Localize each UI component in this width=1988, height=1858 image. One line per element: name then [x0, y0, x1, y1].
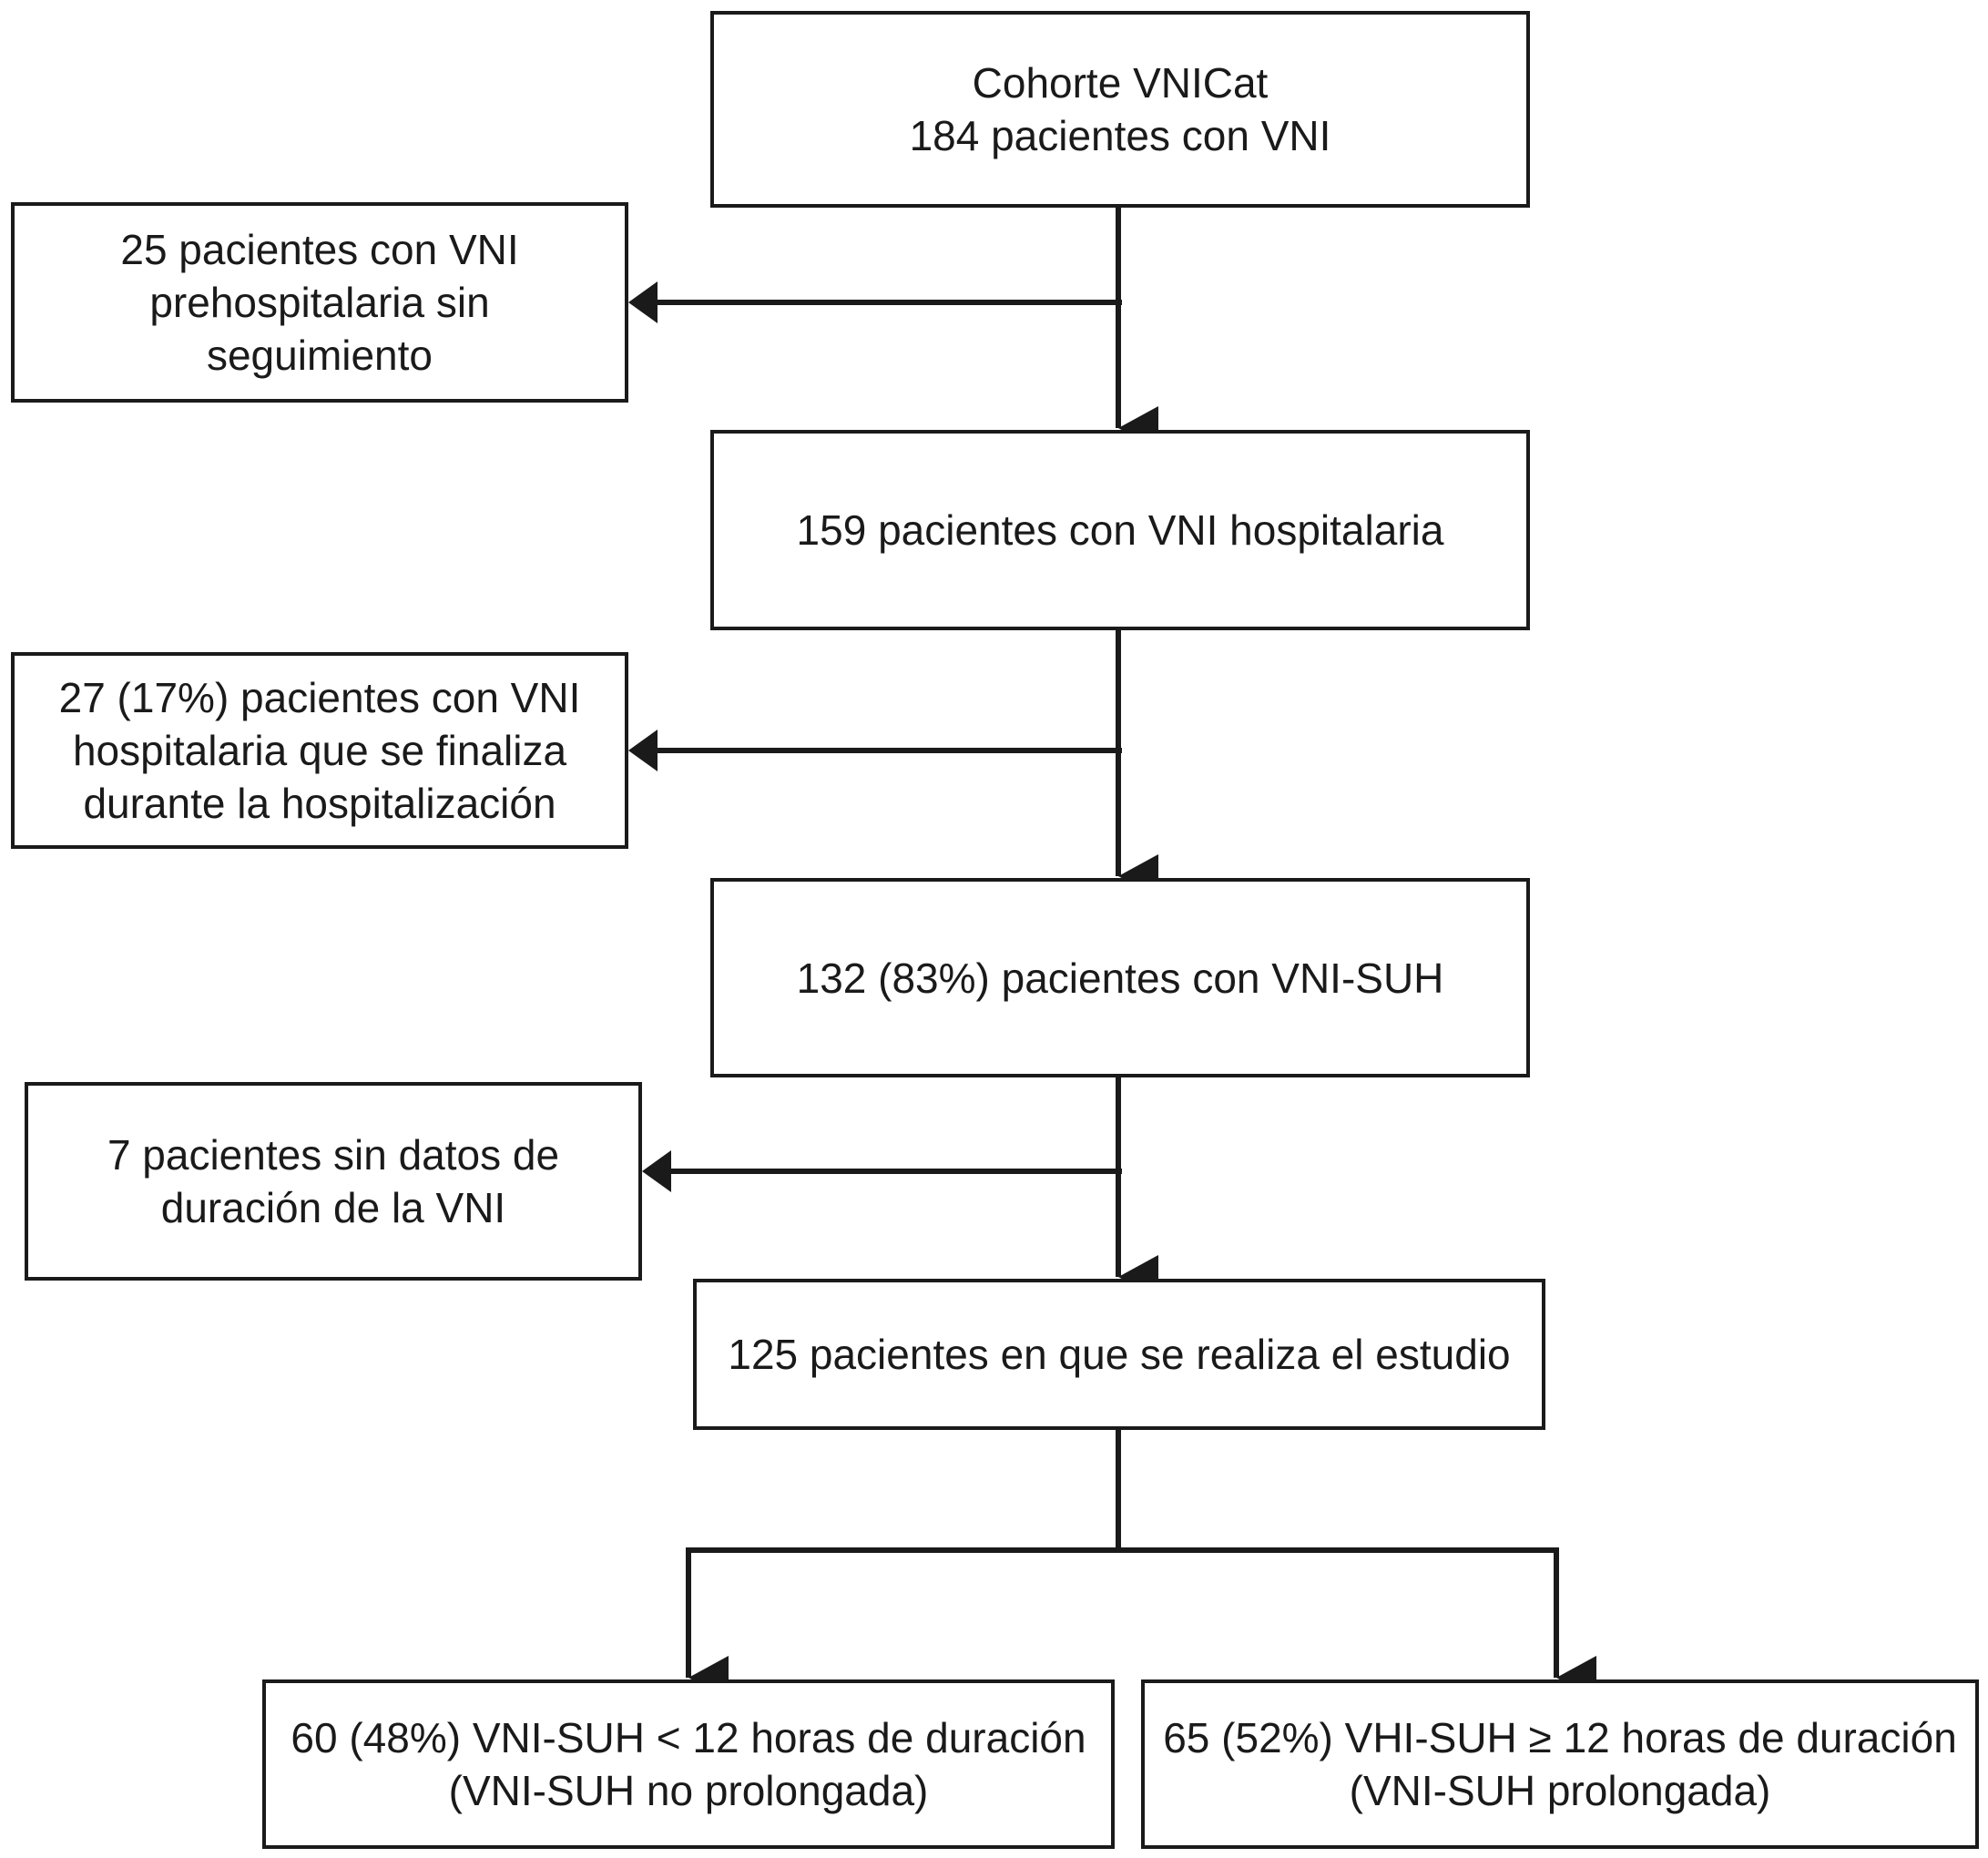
box-cohort: Cohorte VNICat 184 pacientes con VNI: [710, 11, 1530, 208]
box-short-line-2: (VNI-SUH no prolongada): [448, 1767, 929, 1814]
box-cohort-line-1: Cohorte VNICat: [972, 59, 1269, 107]
box-excl-nodata-line-1: 7 pacientes sin datos de: [107, 1131, 560, 1179]
box-excl-hospital-line-3: durante la hospitalización: [83, 780, 556, 827]
box-short: 60 (48%) VNI-SUH < 12 horas de duración …: [262, 1679, 1115, 1849]
box-short-line-1: 60 (48%) VNI-SUH < 12 horas de duración: [291, 1714, 1086, 1761]
box-excl-hospital-line-2: hospitalaria que se finaliza: [72, 727, 567, 774]
box-long-line-2: (VNI-SUH prolongada): [1349, 1767, 1771, 1814]
box-excl-hospital: 27 (17%) pacientes con VNI hospitalaria …: [11, 652, 628, 849]
box-excl-prehospital-line-3: seguimiento: [206, 332, 433, 379]
box-excl-prehospital: 25 pacientes con VNI prehospitalaria sin…: [11, 202, 628, 403]
box-hospital: 159 pacientes con VNI hospitalaria: [710, 430, 1530, 630]
box-study-line-1: 125 pacientes en que se realiza el estud…: [728, 1331, 1511, 1378]
box-suh-line-1: 132 (83%) pacientes con VNI-SUH: [796, 954, 1444, 1002]
box-cohort-line-2: 184 pacientes con VNI: [909, 112, 1331, 159]
arrowhead-left-prehospital: [628, 281, 658, 323]
box-excl-prehospital-line-2: prehospitalaria sin: [149, 279, 490, 326]
box-excl-nodata: 7 pacientes sin datos de duración de la …: [25, 1082, 642, 1281]
box-study: 125 pacientes en que se realiza el estud…: [693, 1279, 1545, 1430]
box-excl-nodata-line-2: duración de la VNI: [160, 1184, 506, 1231]
box-excl-prehospital-line-1: 25 pacientes con VNI: [120, 226, 519, 273]
box-long-line-1: 65 (52%) VHI-SUH ≥ 12 horas de duración: [1163, 1714, 1957, 1761]
arrowhead-left-hospital: [628, 730, 658, 771]
box-suh: 132 (83%) pacientes con VNI-SUH: [710, 878, 1530, 1077]
box-hospital-line-1: 159 pacientes con VNI hospitalaria: [796, 506, 1444, 554]
box-excl-hospital-line-1: 27 (17%) pacientes con VNI: [58, 674, 581, 721]
box-long: 65 (52%) VHI-SUH ≥ 12 horas de duración …: [1141, 1679, 1979, 1849]
arrowhead-left-nodata: [642, 1150, 671, 1192]
